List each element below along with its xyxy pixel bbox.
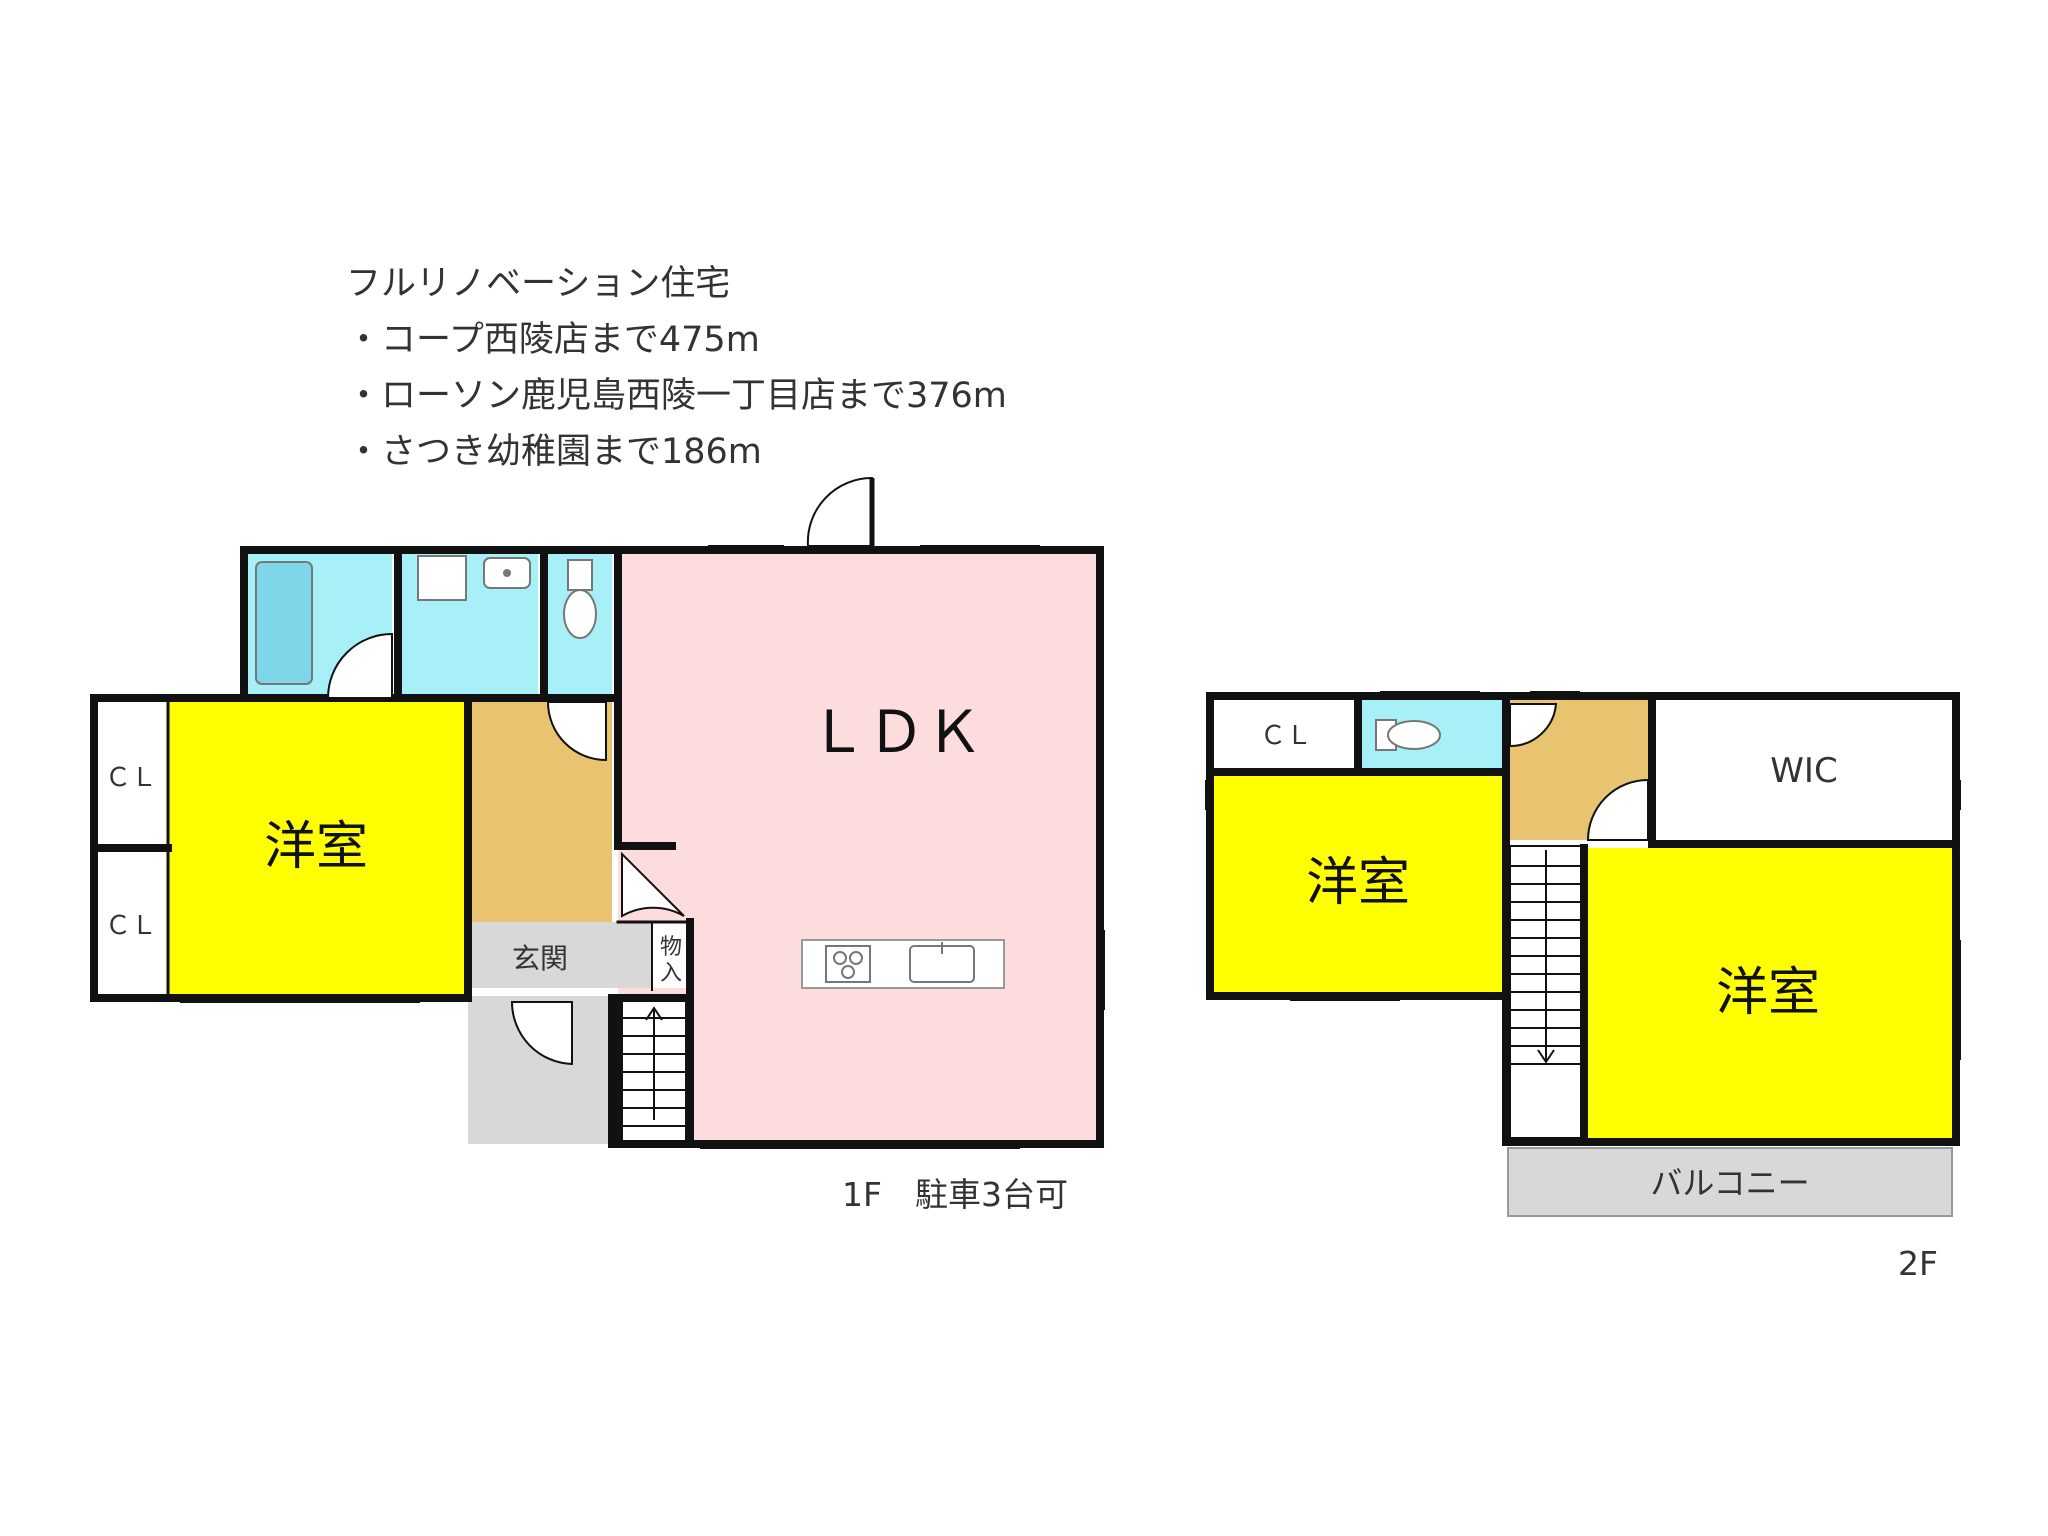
stove-icon [825, 945, 871, 983]
closet-2f-label: ＣＬ [1260, 721, 1312, 751]
nearby-kindergarten: ・さつき幼稚園まで186m [346, 432, 762, 472]
property-title: フルリノベーション住宅 [346, 264, 731, 304]
property-info: フルリノベーション住宅 ・コープ西陵店まで475m ・ローソン鹿児島西陵一丁目店… [346, 256, 1007, 480]
stairs-1f [621, 999, 687, 1145]
doors-2f [1509, 703, 1649, 841]
balcony-label: バルコニー [1650, 1164, 1809, 1202]
floor-1-label: 1F 駐車3台可 [842, 1175, 1068, 1214]
western-room-1f [168, 702, 465, 994]
floor-1-plan: ＬＤＫ 洋室 ＣＬ ＣＬ 玄関 物 入 [90, 476, 1105, 1149]
nearby-lawson: ・ローソン鹿児島西陵一丁目店まで376m [346, 376, 1007, 416]
closet-1f-top-label: ＣＬ [105, 763, 157, 793]
western-room-2f-left-label: 洋室 [1306, 853, 1410, 913]
stairs-2f [1509, 845, 1583, 1139]
balcony [1507, 1147, 1953, 1217]
ldk-room [618, 550, 1100, 1144]
windows-2f [1205, 691, 1961, 1060]
wic-room [1656, 700, 1952, 840]
sink-icon [417, 555, 467, 601]
storage-label-2: 入 [660, 961, 682, 986]
floor-2-plan: ＣＬ WIC 洋室 洋室 バルコニー [1205, 691, 1961, 1217]
walls-2f [1206, 692, 1960, 1146]
windows-1f [180, 545, 1105, 1149]
closet-1f-top [94, 702, 168, 848]
closet-1f-bottom [94, 848, 168, 994]
entrance-label: 玄関 [512, 942, 568, 975]
wic-label: WIC [1770, 751, 1837, 791]
walls-1f [90, 546, 1104, 1148]
floor-2-label: 2F [1898, 1244, 1938, 1283]
western-room-2f-right-label: 洋室 [1716, 963, 1820, 1023]
doors-1f [326, 476, 875, 1066]
storage-label-1: 物 [660, 935, 682, 960]
western-room-1f-label: 洋室 [264, 817, 368, 877]
ldk-label: ＬＤＫ [809, 698, 983, 766]
toilet-2f-bowl-icon [1387, 720, 1441, 750]
toilet-bowl-icon [563, 589, 597, 639]
nearby-coop: ・コープ西陵店まで475m [346, 320, 760, 360]
closet-2f [1214, 700, 1358, 768]
western-room-2f-right [1588, 848, 1952, 1138]
storage-1f [652, 922, 690, 988]
bathtub-icon [255, 561, 313, 685]
toilet-tank-icon [567, 559, 593, 591]
closet-1f-bottom-label: ＣＬ [105, 911, 157, 941]
western-room-2f-left [1214, 774, 1502, 992]
entrance-floor [472, 922, 660, 988]
